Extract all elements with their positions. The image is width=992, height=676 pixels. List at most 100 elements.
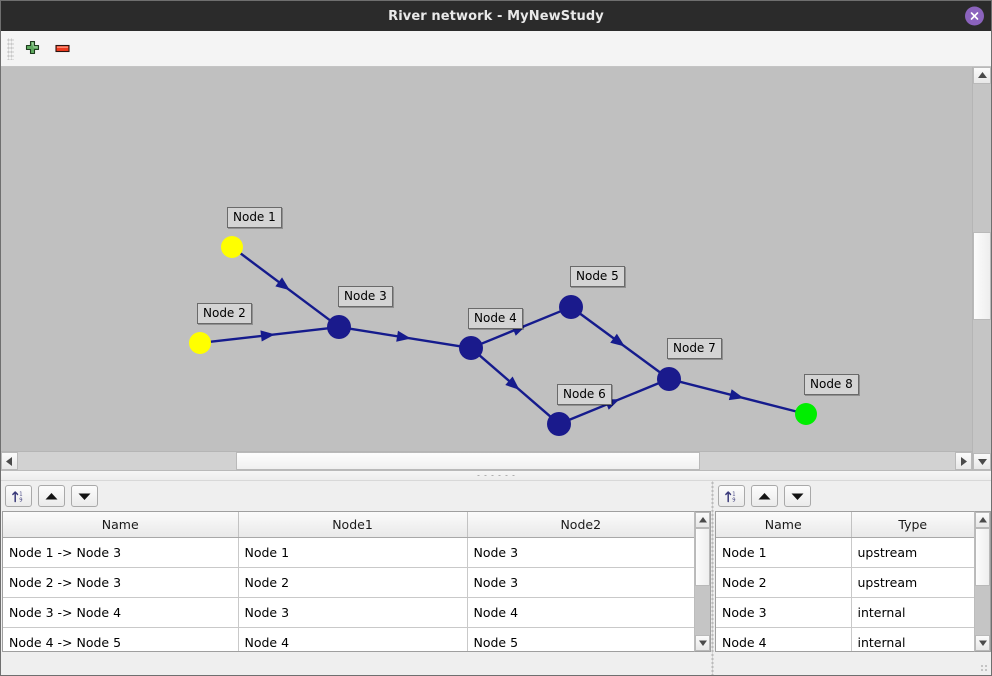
node-label-node-5[interactable]: Node 5 [570, 266, 625, 287]
node-cell-1-1[interactable]: upstream [851, 567, 974, 598]
edge-arrow-icon [275, 277, 290, 291]
node-cell-3-1[interactable]: internal [851, 627, 974, 651]
hscroll-thumb[interactable] [236, 452, 700, 470]
canvas-hscrollbar[interactable] [1, 451, 972, 470]
graph-node-node-4[interactable] [459, 336, 483, 360]
branch-cell-2-1[interactable]: Node 3 [238, 597, 468, 628]
add-plus-icon[interactable] [17, 34, 47, 64]
branch-cell-3-1[interactable]: Node 4 [238, 627, 468, 651]
branch-sort-button[interactable]: 1 9 [5, 485, 32, 507]
node-label-node-1[interactable]: Node 1 [227, 207, 282, 228]
graph-node-node-8[interactable] [795, 403, 817, 425]
branch-cell-3-0[interactable]: Node 4 -> Node 5 [3, 627, 239, 651]
node-move-up-button[interactable] [751, 485, 778, 507]
branch-move-up-button[interactable] [38, 485, 65, 507]
scroll-right-icon[interactable] [955, 452, 972, 470]
node-label-node-2[interactable]: Node 2 [197, 303, 252, 324]
close-icon[interactable] [965, 6, 984, 26]
resize-grip[interactable] [980, 664, 988, 672]
branch-cell-0-1[interactable]: Node 1 [238, 537, 468, 568]
branch-cell-1-2[interactable]: Node 3 [467, 567, 694, 598]
splitter-grip [475, 474, 517, 477]
edge-arrow-icon [505, 376, 520, 390]
horizontal-splitter[interactable] [1, 470, 991, 481]
graph-node-node-2[interactable] [189, 332, 211, 354]
branch-cell-1-1[interactable]: Node 2 [238, 567, 468, 598]
branch-vscroll-thumb[interactable] [695, 528, 710, 586]
node-column-header-type[interactable]: Type [851, 512, 974, 538]
scroll-up-icon[interactable] [973, 67, 991, 84]
branch-column-header-node2[interactable]: Node2 [467, 512, 694, 538]
graph-node-node-1[interactable] [221, 236, 243, 258]
edge-arrow-icon [728, 389, 744, 401]
branch-panel-toolbar: 1 9 [1, 481, 711, 511]
node-cell-1-0[interactable]: Node 2 [716, 567, 852, 598]
branch-column-header-name[interactable]: Name [3, 512, 239, 538]
river-network-canvas[interactable]: Node 1 Node 2 Node 3 Node 4 Node 5 Node 6 Node… [1, 67, 972, 451]
node-scroll-up-icon[interactable] [975, 512, 990, 528]
node-label-node-6[interactable]: Node 6 [557, 384, 612, 405]
svg-text:1: 1 [732, 491, 735, 497]
node-label-node-3[interactable]: Node 3 [338, 286, 393, 307]
node-vscroll-thumb[interactable] [975, 528, 990, 586]
graph-node-node-6[interactable] [547, 412, 571, 436]
scroll-down-icon[interactable] [973, 453, 991, 470]
canvas-vscrollbar[interactable] [972, 67, 991, 470]
main-toolbar [1, 31, 991, 67]
hscroll-track[interactable] [18, 452, 955, 470]
node-label-node-8[interactable]: Node 8 [804, 374, 859, 395]
branch-scroll-up-icon[interactable] [695, 512, 710, 528]
branch-cell-3-2[interactable]: Node 5 [467, 627, 694, 651]
branch-move-down-button[interactable] [71, 485, 98, 507]
branch-vscroll-track[interactable] [695, 528, 710, 635]
node-label-node-7[interactable]: Node 7 [667, 338, 722, 359]
svg-text:9: 9 [19, 497, 22, 503]
vertical-splitter[interactable] [711, 481, 714, 675]
node-scroll-down-icon[interactable] [975, 635, 990, 651]
graph-node-node-5[interactable] [559, 295, 583, 319]
node-column-header-name[interactable]: Name [716, 512, 852, 538]
svg-text:1: 1 [19, 491, 22, 497]
branch-cell-2-0[interactable]: Node 3 -> Node 4 [3, 597, 239, 628]
graph-node-node-7[interactable] [657, 367, 681, 391]
branch-cell-0-0[interactable]: Node 1 -> Node 3 [3, 537, 239, 568]
node-cell-2-0[interactable]: Node 3 [716, 597, 852, 628]
node-move-down-button[interactable] [784, 485, 811, 507]
branch-column-header-node1[interactable]: Node1 [238, 512, 468, 538]
node-cell-3-0[interactable]: Node 4 [716, 627, 852, 651]
vscroll-thumb[interactable] [973, 232, 991, 320]
node-sort-button[interactable]: 1 9 [718, 485, 745, 507]
branch-scroll-down-icon[interactable] [695, 635, 710, 651]
branch-table-vscrollbar[interactable] [694, 511, 711, 652]
delete-minus-icon[interactable] [47, 34, 77, 64]
toolbar-grip[interactable] [7, 37, 14, 60]
scroll-left-icon[interactable] [1, 452, 18, 470]
node-label-node-4[interactable]: Node 4 [468, 308, 523, 329]
node-cell-2-1[interactable]: internal [851, 597, 974, 628]
vscroll-track[interactable] [973, 84, 991, 453]
branch-cell-1-0[interactable]: Node 2 -> Node 3 [3, 567, 239, 598]
node-table-vscrollbar[interactable] [974, 511, 991, 652]
node-vscroll-track[interactable] [975, 528, 990, 635]
window-title: River network - MyNewStudy [388, 8, 604, 24]
branch-cell-0-2[interactable]: Node 3 [467, 537, 694, 568]
branch-cell-2-2[interactable]: Node 4 [467, 597, 694, 628]
network-graph [189, 236, 817, 436]
graph-node-node-3[interactable] [327, 315, 351, 339]
node-cell-0-1[interactable]: upstream [851, 537, 974, 568]
node-cell-0-0[interactable]: Node 1 [716, 537, 852, 568]
edge-arrow-icon [396, 330, 411, 342]
